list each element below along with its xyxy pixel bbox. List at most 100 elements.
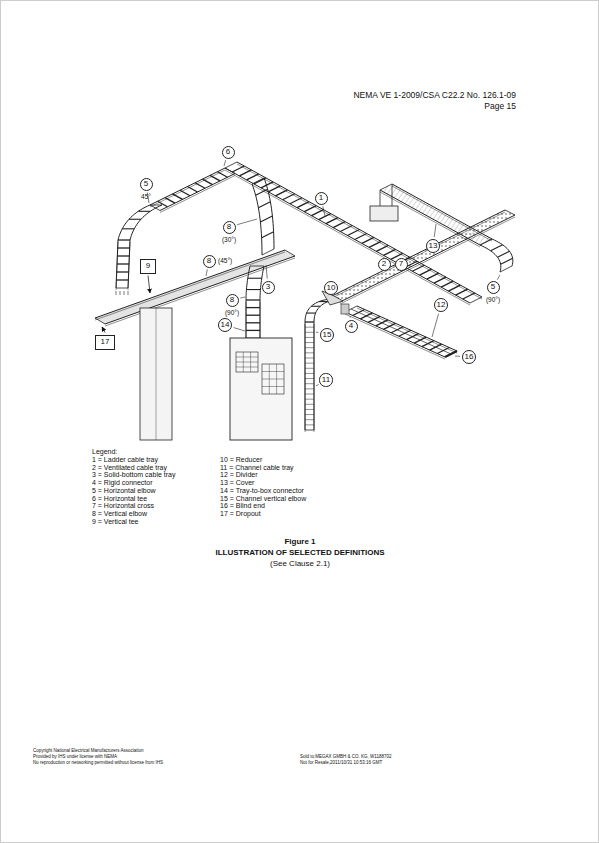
solid-bottom-cable-tray [95,318,105,324]
callout-number: 12 [437,301,446,309]
leader-line [323,206,325,216]
solid-bottom-cable-tray [95,250,295,324]
panel-grid [262,379,284,380]
solid-bottom-cable-tray [285,250,295,256]
callout-circle: 3 [262,281,275,294]
panel-grid [236,357,258,358]
callout-box: 9 [140,259,156,274]
horizontal-elbow [150,205,162,206]
channel-cable-tray [305,399,314,400]
ladder-cable-tray [237,162,482,297]
callout-circle: 5 [487,281,500,294]
horizontal-tee-tray [225,168,235,174]
legend-entry: 8 = Vertical elbow [92,510,147,518]
channel-cable-tray [305,394,314,395]
ladder-drop [117,271,129,272]
ventilated-cable-tray [330,210,505,297]
divided-tray [357,306,457,351]
leader-line [316,332,318,334]
ladder-drop [117,255,129,256]
angle-label: (45°) [218,257,232,264]
pointer-arrow [102,327,105,333]
legend-entry: 2 = Ventilated cable tray [92,464,167,472]
vertical-elbow-90 [250,266,264,267]
horizontal-tee-tray [150,205,160,211]
panel-grid [236,362,258,363]
channel-cable-tray [305,327,314,328]
ladder-drop [116,288,128,289]
horizontal-tee-tray [180,190,190,196]
header-text: NEMA VE 1-2009/CSA C22.2 No. 126.1-09 [353,91,516,101]
callout-circle: 4 [345,320,358,333]
ladder-cable-tray [463,293,475,299]
horizontal-elbow-90 [498,251,510,257]
ladder-cable-tray [232,166,244,172]
legend-entry: 6 = Horizontal tee [92,495,147,503]
ventilated-cable-tray [330,210,515,302]
callout-number: 5 [491,283,495,291]
horizontal-tee-tray [203,179,213,185]
ladder-drop [116,242,118,290]
cover [392,186,492,241]
legend-entry: 14 = Tray-to-box connector [220,487,304,495]
vertical-elbow [260,216,272,222]
ladder-cable-tray [239,170,251,176]
ladder-cable-tray [448,285,460,291]
callout-number: 3 [266,283,270,291]
horizontal-tee-tray [150,170,225,207]
callout-number: 1 [319,194,323,202]
vertical-elbow [264,178,274,249]
panel-window [262,364,284,394]
ladder-cable-tray [434,277,446,283]
callout-number: 16 [465,353,474,361]
channel-cable-tray [305,373,314,374]
channel-cable-tray [305,383,314,384]
callout-number: 8 [230,296,234,304]
channel-cable-tray [305,332,314,333]
horizontal-tee-tray [188,187,198,193]
end-tick [116,291,117,295]
callout-circle: 7 [395,258,408,271]
page-number: Page 15 [484,102,516,112]
angle-label: (90°) [225,309,239,316]
channel-cable-tray [305,342,314,343]
callout-circle: 16 [462,350,476,364]
horizontal-tee-tray [218,172,228,178]
legend-entry: 12 = Divider [220,471,258,479]
horizontal-elbow-90 [491,245,503,251]
ventilated-cable-tray [330,212,505,299]
horizontal-tee-tray [160,174,235,211]
pointer-arrow [148,276,150,294]
horizontal-tee-tray [210,175,220,181]
ladder-cable-tray [333,222,345,228]
callout-number: 2 [382,260,386,268]
callout-number: 17 [101,338,110,346]
horizontal-tee-tray [150,168,225,205]
channel-cable-tray [305,363,314,364]
vertical-elbow-90 [246,300,260,301]
horizontal-elbow [130,205,162,240]
tray-to-box-connector [246,300,260,301]
ladder-cable-tray [441,281,453,287]
riser [380,190,381,208]
column-edge [156,308,157,440]
figure-caption: (See Clause 2.1) [270,559,330,568]
legend-entry: 5 = Horizontal elbow [92,487,156,495]
solid-bottom-cable-tray [105,256,295,324]
horizontal-elbow [118,240,130,241]
figure-title: ILLUSTRATION OF SELECTED DEFINITIONS [215,548,384,557]
figure-number: Figure 1 [284,537,315,546]
channel-cable-tray [305,404,314,405]
callout-circle: 8 [226,294,239,307]
ladder-drop [116,279,128,280]
leader-line [206,269,207,276]
footer-text: Provided by IHS under license with NEMA [33,754,117,759]
horizontal-tee-tray [195,183,205,189]
legend-entry: 9 = Vertical tee [92,518,139,526]
solid-bottom-cable-tray [95,252,285,320]
ladder-cable-tray [225,170,470,305]
leader-line [350,316,351,318]
horizontal-elbow-90 [492,239,513,266]
legend-entry: 1 = Ladder cable tray [92,456,158,464]
